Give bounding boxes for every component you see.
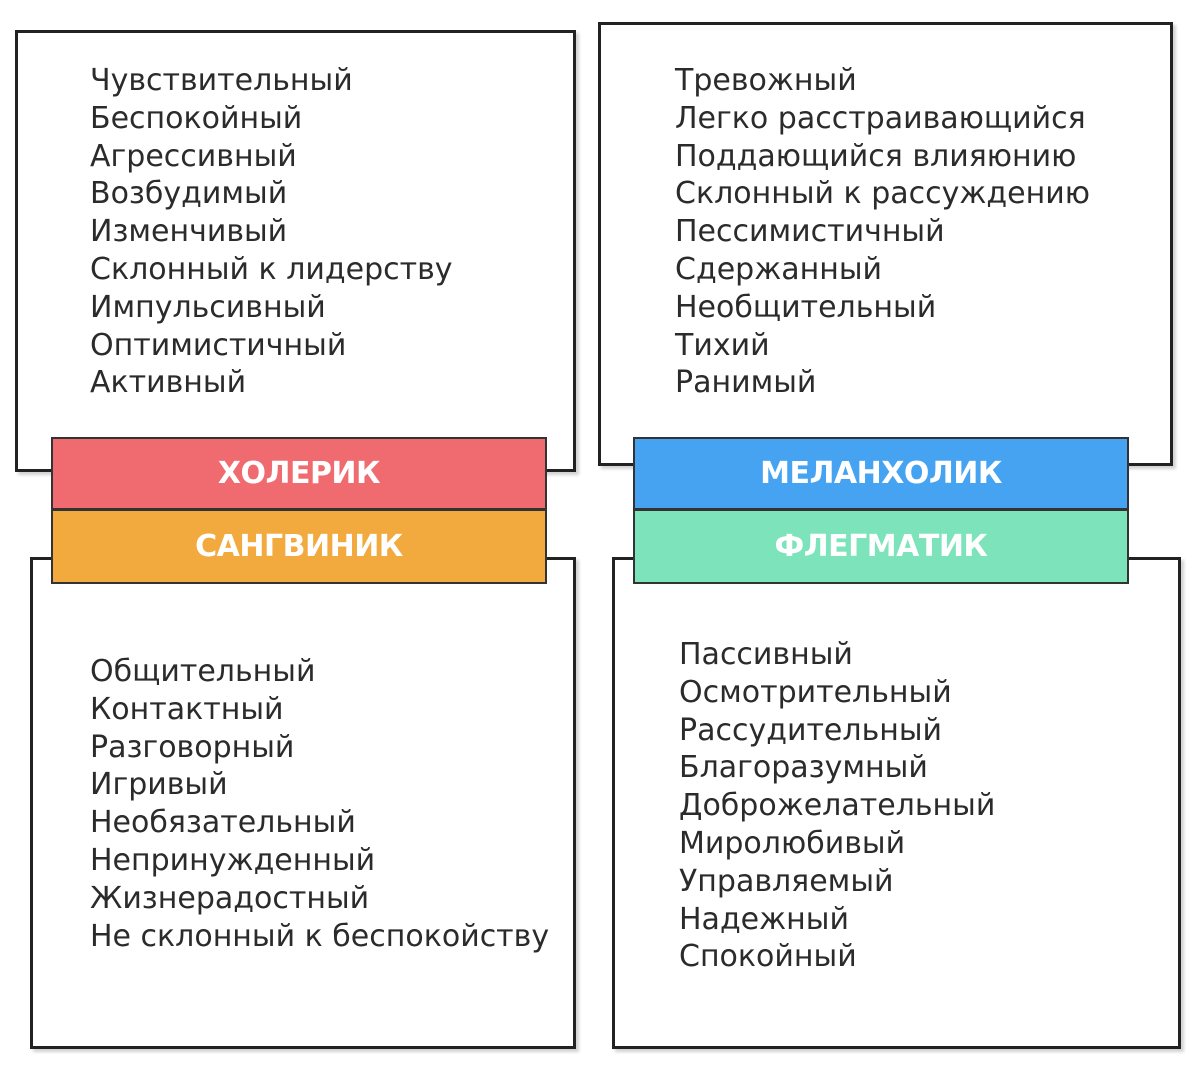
trait-item: Импульсивный bbox=[90, 289, 326, 325]
trait-item: Пессимистичный bbox=[675, 214, 945, 250]
trait-item: Игривый bbox=[90, 767, 228, 803]
trait-item: Непринужденный bbox=[90, 842, 376, 878]
trait-item: Поддающийся влияюнию bbox=[675, 138, 1077, 174]
trait-item: Миролюбивый bbox=[679, 825, 906, 861]
trait-item: Необщительный bbox=[675, 289, 937, 325]
trait-item: Управляемый bbox=[679, 863, 894, 899]
sanguine-label: САНГВИНИК bbox=[51, 509, 547, 584]
choleric-label-text: ХОЛЕРИК bbox=[217, 456, 381, 491]
sanguine-label-text: САНГВИНИК bbox=[195, 529, 403, 564]
trait-item: Ранимый bbox=[675, 365, 817, 401]
trait-item: Не склонный к беспокойству bbox=[90, 918, 550, 954]
melancholic-box bbox=[598, 22, 1173, 466]
trait-item: Легко расстраивающийся bbox=[675, 100, 1086, 136]
phlegmatic-label: ФЛЕГМАТИК bbox=[633, 509, 1129, 584]
sanguine-traits: Общительный Контактный Разговорный Игрив… bbox=[90, 653, 549, 955]
phlegmatic-label-text: ФЛЕГМАТИК bbox=[774, 529, 988, 564]
trait-item: Разговорный bbox=[90, 729, 295, 765]
trait-item: Склонный к лидерству bbox=[90, 251, 453, 287]
melancholic-label: МЕЛАНХОЛИК bbox=[633, 437, 1129, 510]
trait-item: Контактный bbox=[90, 691, 284, 727]
trait-item: Чувствительный bbox=[90, 63, 353, 98]
trait-item: Активный bbox=[90, 365, 247, 401]
trait-item: Благоразумный bbox=[679, 750, 928, 786]
choleric-traits: Чувствительный Беспокойный Агрессивный В… bbox=[90, 62, 453, 402]
trait-item: Тихий bbox=[675, 327, 770, 363]
trait-item: Жизнерадостный bbox=[90, 880, 370, 916]
choleric-box bbox=[15, 30, 576, 472]
trait-item: Спокойный bbox=[679, 939, 857, 975]
trait-item: Необязательный bbox=[90, 805, 356, 841]
trait-item: Беспокойный bbox=[90, 100, 303, 136]
trait-item: Тревожный bbox=[675, 63, 857, 98]
trait-item: Надежный bbox=[679, 901, 849, 937]
trait-item: Доброжелательный bbox=[679, 788, 996, 824]
phlegmatic-traits: Пассивный Осмотрительный Рассудительный … bbox=[679, 636, 995, 976]
trait-item: Пассивный bbox=[679, 637, 853, 672]
trait-item: Изменчивый bbox=[90, 214, 288, 250]
phlegmatic-box bbox=[612, 557, 1181, 1049]
trait-item: Склонный к рассуждению bbox=[675, 176, 1090, 212]
choleric-label: ХОЛЕРИК bbox=[51, 437, 547, 510]
trait-item: Сдержанный bbox=[675, 251, 883, 287]
trait-item: Агрессивный bbox=[90, 138, 297, 174]
trait-item: Возбудимый bbox=[90, 176, 288, 212]
trait-item: Осмотрительный bbox=[679, 674, 952, 710]
sanguine-box bbox=[30, 557, 576, 1049]
trait-item: Общительный bbox=[90, 654, 316, 689]
trait-item: Рассудительный bbox=[679, 712, 943, 748]
melancholic-label-text: МЕЛАНХОЛИК bbox=[760, 456, 1002, 491]
melancholic-traits: Тревожный Легко расстраивающийся Поддающ… bbox=[675, 62, 1090, 402]
trait-item: Оптимистичный bbox=[90, 327, 347, 363]
